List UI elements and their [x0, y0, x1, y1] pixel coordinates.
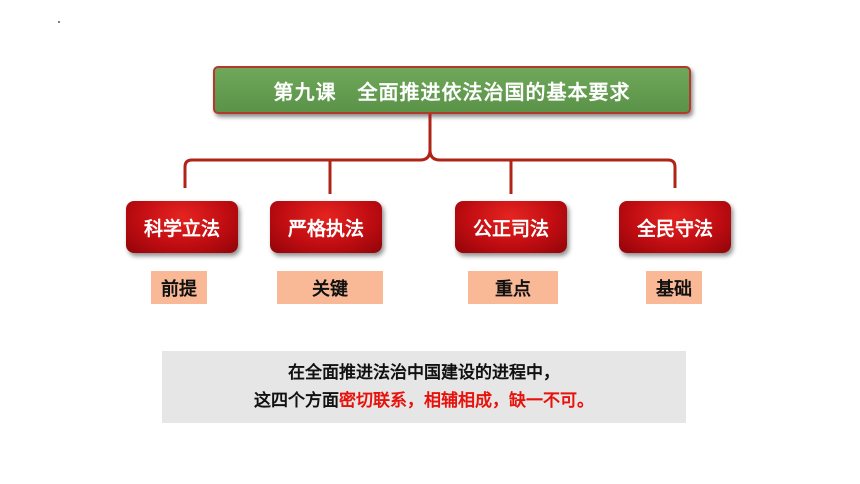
- tag-premise: 前提: [151, 271, 207, 304]
- summary-line-2: 这四个方面密切联系，相辅相成，缺一不可。: [254, 387, 594, 415]
- tag-foundation: 基础: [646, 271, 702, 304]
- tag-focus: 重点: [468, 271, 558, 304]
- summary-line-2-prefix: 这四个方面: [254, 391, 339, 411]
- decorative-dot: [58, 21, 60, 23]
- node-fair-justice: 公正司法: [455, 201, 567, 253]
- brace-line: [183, 149, 677, 188]
- summary-highlight: 密切联系，相辅相成，缺一不可。: [339, 391, 594, 411]
- tag-key: 关键: [277, 271, 383, 304]
- summary-line-1: 在全面推进法治中国建设的进程中，: [288, 363, 560, 383]
- node-science-legislation: 科学立法: [126, 201, 238, 253]
- summary-box: 在全面推进法治中国建设的进程中， 这四个方面密切联系，相辅相成，缺一不可。: [162, 351, 686, 423]
- node-strict-enforcement: 严格执法: [270, 201, 382, 253]
- node-universal-compliance: 全民守法: [619, 201, 731, 253]
- lesson-title: 第九课 全面推进依法治国的基本要求: [213, 66, 691, 114]
